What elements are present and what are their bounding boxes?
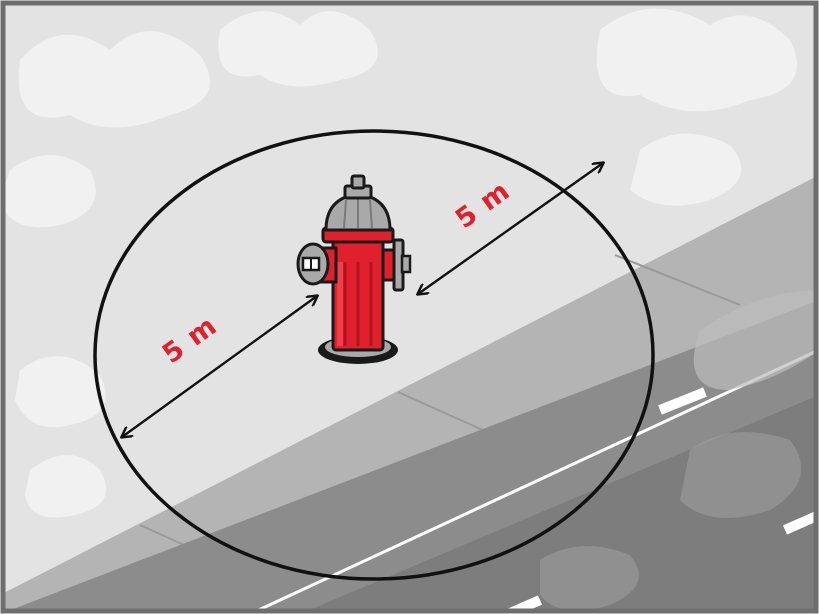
hydrant-left-outlet: [298, 244, 336, 284]
